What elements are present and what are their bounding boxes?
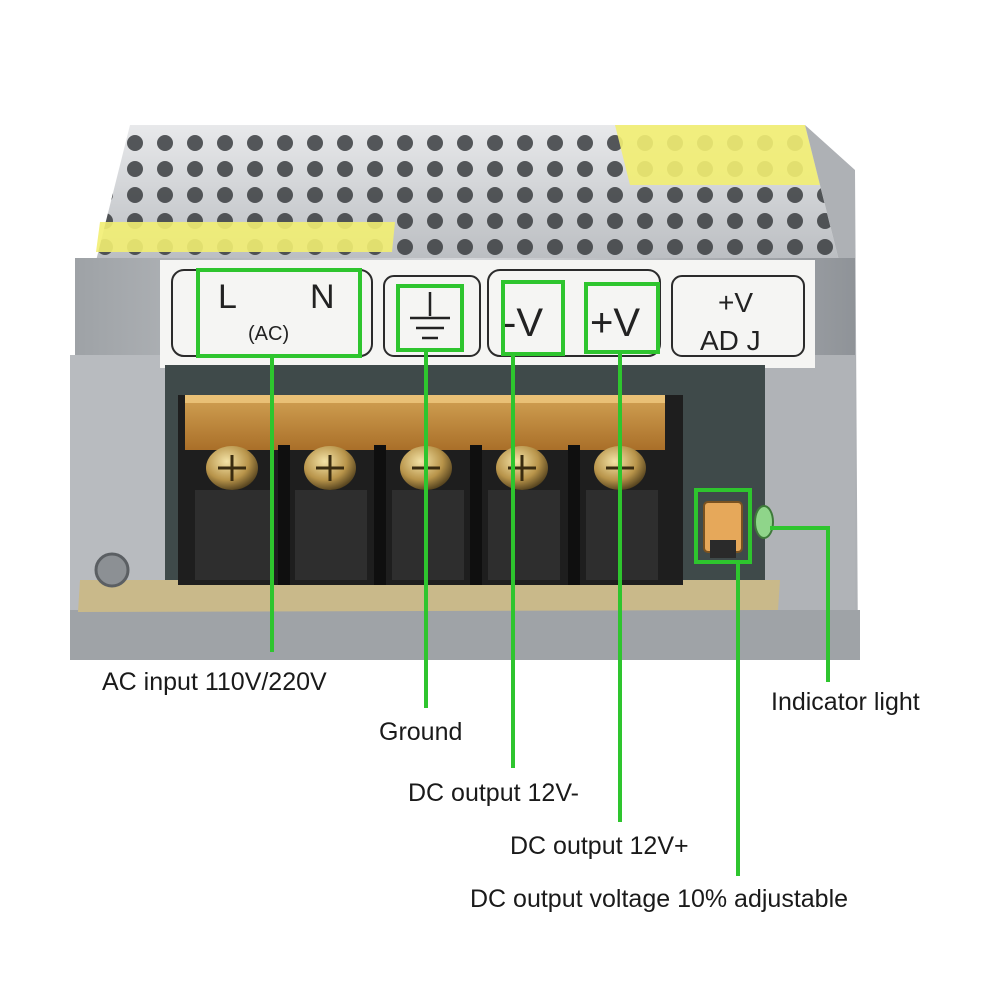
terminal-label-negative: -V	[503, 301, 543, 345]
mounting-screw	[94, 552, 130, 588]
terminal-label-ac: (AC)	[248, 323, 289, 345]
terminal-label-positive: +V	[590, 301, 640, 345]
callout-dc-positive: DC output 12V+	[510, 832, 689, 860]
callout-voltage-adjust: DC output voltage 10% adjustable	[470, 885, 849, 913]
callout-ac-input: AC input 110V/220V	[102, 668, 327, 696]
callout-indicator-light: Indicator light	[771, 688, 920, 716]
ground-symbol-icon	[410, 292, 450, 340]
callout-leaders	[270, 350, 830, 876]
indicator-led	[754, 505, 774, 539]
terminal-label-n: N	[310, 278, 335, 316]
callout-boxes	[196, 268, 752, 564]
callout-ground: Ground	[379, 718, 463, 746]
terminal-label-l: L	[218, 278, 237, 316]
adjust-label-top: +V	[718, 287, 753, 318]
adjust-label-bottom: AD J	[700, 325, 761, 356]
terminal-block	[178, 395, 683, 585]
callout-dc-negative: DC output 12V-	[408, 779, 579, 807]
circuit-board	[78, 580, 780, 612]
perforated-top-cover	[95, 125, 840, 265]
